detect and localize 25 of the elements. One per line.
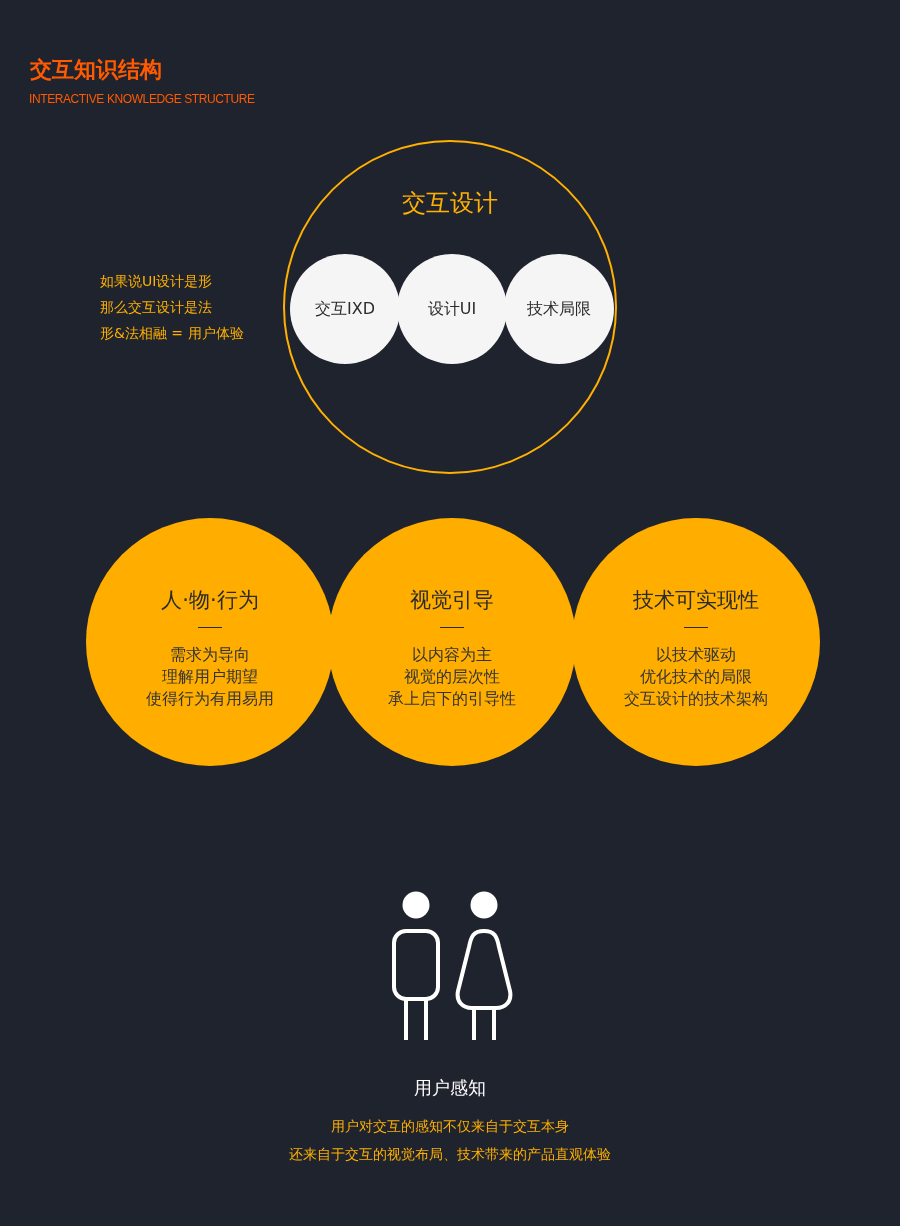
circle-text: 交互设计的技术架构 — [624, 688, 768, 710]
circle-label: 交互IXD — [315, 298, 375, 320]
circle-title: 技术可实现性 — [633, 587, 759, 614]
circle-label: 技术局限 — [527, 298, 591, 320]
outline-circle — [283, 140, 617, 474]
circle-text: 需求为导向 — [170, 644, 250, 666]
quote-text: 如果说UI设计是形 — [100, 272, 213, 291]
quote-text: 形&法相融 = 用户体验 — [100, 324, 244, 343]
circle-text: 以内容为主 — [412, 644, 492, 666]
circle-text: 以技术驱动 — [656, 644, 736, 666]
circle-text: 使得行为有用易用 — [146, 688, 274, 710]
quote-text: 那么交互设计是法 — [100, 298, 212, 317]
subtitle: INTERACTIVE KNOWLEDGE STRUCTURE — [29, 91, 255, 107]
circle-title: 视觉引导 — [410, 587, 494, 614]
description-text: 还来自于交互的视觉布局、技术带来的产品直观体验 — [289, 1145, 611, 1164]
circle-text: 承上启下的引导性 — [388, 688, 516, 710]
description-text: 用户对交互的感知不仅来自于交互本身 — [331, 1117, 569, 1136]
circle-text: 优化技术的局限 — [640, 666, 752, 688]
circle-text: 视觉的层次性 — [404, 666, 500, 688]
circle-title: 人·物·行为 — [161, 587, 259, 614]
circle-text: 理解用户期望 — [162, 666, 258, 688]
title: 交互知识结构 — [30, 56, 162, 84]
circle-label: 设计UI — [427, 298, 477, 320]
circle-title: 交互设计 — [402, 188, 498, 219]
section-heading: 用户感知 — [414, 1076, 486, 1100]
